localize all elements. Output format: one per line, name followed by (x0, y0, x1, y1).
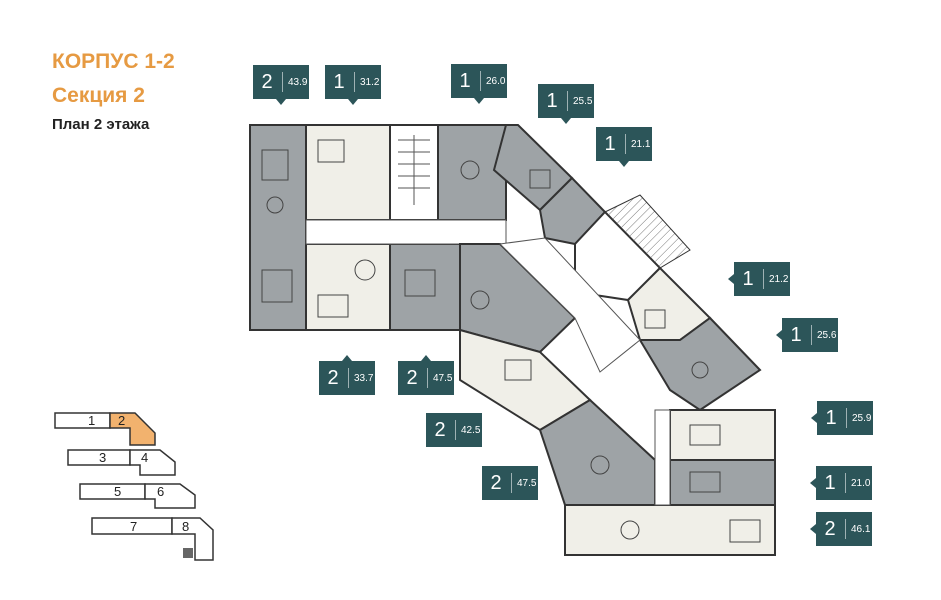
key-label-6: 6 (157, 484, 164, 499)
rooms-count: 1 (333, 70, 345, 93)
area-value: 31.2 (360, 76, 380, 88)
rooms-count: 1 (742, 267, 754, 290)
area-value: 25.6 (817, 329, 837, 341)
unit-1-25.9[interactable] (669, 409, 776, 461)
key-label-7: 7 (130, 519, 137, 534)
area-value: 21.2 (769, 273, 789, 285)
unit-1-21.0[interactable] (669, 459, 776, 506)
rooms-count: 2 (490, 471, 502, 494)
diagonal-wing (459, 124, 762, 506)
key-section-8[interactable] (171, 517, 214, 561)
key-label-3: 3 (99, 450, 106, 465)
building-title: КОРПУС 1-2 (52, 50, 175, 73)
rooms-count: 2 (434, 418, 446, 441)
badge-divider (427, 368, 428, 388)
corridor-north (305, 219, 507, 245)
badge-divider (480, 71, 481, 91)
rooms-count: 1 (825, 406, 837, 429)
badge-divider (282, 72, 283, 92)
unit-2-47.5-north[interactable] (389, 243, 461, 331)
area-value: 47.5 (517, 477, 537, 489)
key-label-5: 5 (114, 484, 121, 499)
badge-divider (846, 408, 847, 428)
area-value: 46.1 (851, 523, 871, 535)
key-plan: 1 2 3 4 5 6 7 8 (54, 412, 214, 561)
key-label-8: 8 (182, 519, 189, 534)
section-title: Секция 2 (52, 84, 145, 107)
south-wing (564, 409, 776, 556)
balcony-hatch (604, 194, 691, 269)
rooms-count: 2 (327, 366, 339, 389)
unit-2-47.5-diag[interactable] (459, 243, 577, 354)
key-section-2[interactable] (109, 412, 156, 446)
badge-divider (455, 420, 456, 440)
unit-2-46.1[interactable] (564, 504, 776, 556)
badge-divider (567, 91, 568, 111)
rooms-count: 2 (261, 70, 273, 93)
rooms-count: 2 (406, 366, 418, 389)
area-value: 25.9 (852, 412, 872, 424)
rooms-count: 1 (459, 69, 471, 92)
badge-divider (625, 134, 626, 154)
key-label-1: 1 (88, 413, 95, 428)
floor-plan-title: План 2 этажа (52, 116, 150, 133)
badge-divider (845, 519, 846, 539)
badge-divider (845, 473, 846, 493)
rooms-count: 2 (824, 517, 836, 540)
key-section-6[interactable] (144, 483, 196, 509)
area-value: 21.1 (631, 138, 651, 150)
north-wing (249, 124, 507, 331)
rooms-count: 1 (604, 132, 616, 155)
unit-2-43.9[interactable] (249, 124, 307, 331)
area-value: 42.5 (461, 424, 481, 436)
area-value: 21.0 (851, 477, 871, 489)
rooms-count: 1 (824, 471, 836, 494)
area-value: 47.5 (433, 372, 453, 384)
rooms-count: 1 (790, 323, 802, 346)
key-section-1[interactable] (54, 412, 111, 429)
key-marker (183, 548, 193, 558)
area-value: 26.0 (486, 75, 506, 87)
area-value: 33.7 (354, 372, 374, 384)
area-value: 43.9 (288, 76, 308, 88)
badge-divider (354, 72, 355, 92)
corridor-south (654, 409, 671, 506)
unit-1-31.2[interactable] (305, 124, 391, 221)
area-value: 25.5 (573, 95, 593, 107)
corridor-diag (498, 237, 641, 373)
rooms-count: 1 (546, 89, 558, 112)
key-label-2: 2 (118, 413, 125, 428)
unit-1-25.6[interactable] (638, 316, 762, 412)
key-section-5[interactable] (79, 483, 146, 500)
badge-divider (348, 368, 349, 388)
badge-divider (511, 473, 512, 493)
badge-divider (763, 269, 764, 289)
badge-divider (811, 325, 812, 345)
key-label-4: 4 (141, 450, 148, 465)
key-section-4[interactable] (129, 449, 176, 476)
